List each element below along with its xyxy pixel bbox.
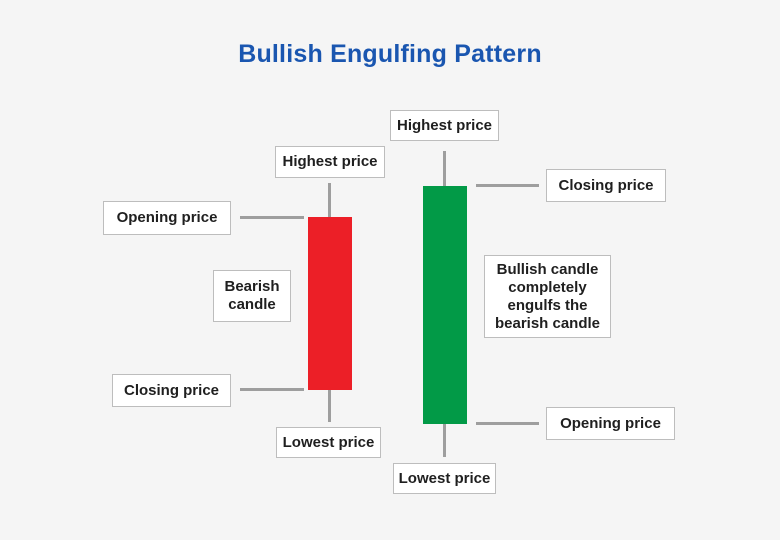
bearish-upper-wick (328, 183, 331, 219)
bullish-candle-body (423, 186, 467, 424)
bearish-lowest-price-label: Lowest price (276, 427, 381, 458)
diagram-title: Bullish Engulfing Pattern (238, 40, 542, 68)
bullish-upper-wick (443, 151, 446, 187)
bullish-closing-connector (476, 184, 539, 187)
bearish-opening-price-label: Opening price (103, 201, 231, 235)
bullish-closing-price-label: Closing price (546, 169, 666, 202)
bullish-opening-price-label: Opening price (546, 407, 675, 440)
bullish-opening-connector (476, 422, 539, 425)
bearish-highest-price-label: Highest price (275, 146, 385, 178)
bullish-lowest-price-label: Lowest price (393, 463, 496, 494)
bullish-candle-label: Bullish candle completely engulfs the be… (484, 255, 611, 338)
bearish-closing-connector (240, 388, 304, 391)
bearish-lower-wick (328, 390, 331, 422)
bullish-highest-price-label: Highest price (390, 110, 499, 141)
bearish-opening-connector (240, 216, 304, 219)
bearish-candle-label: Bearish candle (213, 270, 291, 322)
bearish-closing-price-label: Closing price (112, 374, 231, 407)
bullish-lower-wick (443, 424, 446, 457)
bearish-candle-body (308, 217, 352, 390)
